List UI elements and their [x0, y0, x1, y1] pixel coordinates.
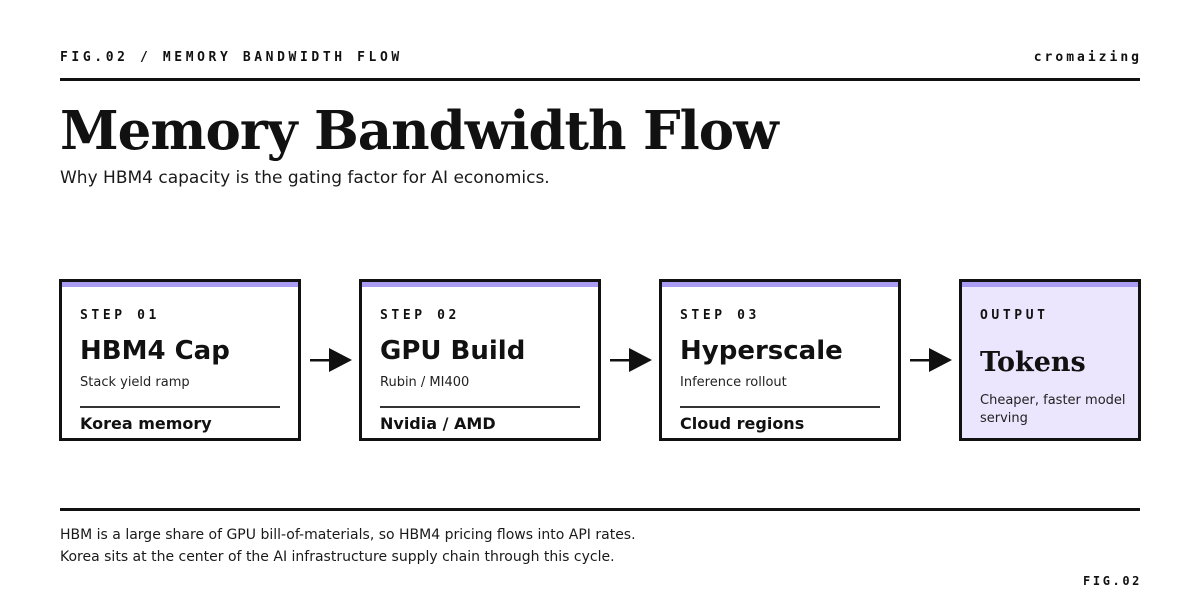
- output-title: Tokens: [980, 347, 1086, 378]
- right-arrow-icon: [310, 348, 352, 372]
- step-card-3: STEP 03 Hyperscale Inference rollout Clo…: [659, 279, 901, 441]
- step-label: STEP 02: [380, 308, 460, 323]
- step-footer: Korea memory: [80, 414, 212, 433]
- step-title: Hyperscale: [680, 336, 843, 366]
- card-accent-bar: [362, 282, 598, 287]
- step-description: Inference rollout: [680, 375, 787, 390]
- step-description: Stack yield ramp: [80, 375, 190, 390]
- step-description: Rubin / MI400: [380, 375, 470, 390]
- output-label: OUTPUT: [980, 308, 1049, 323]
- card-divider: [680, 406, 880, 408]
- figure-code: FIG.02: [1083, 574, 1142, 588]
- figure-label: FIG.02 / MEMORY BANDWIDTH FLOW: [60, 50, 403, 65]
- step-title: HBM4 Cap: [80, 336, 230, 366]
- header-bar: FIG.02 / MEMORY BANDWIDTH FLOW cromaizin…: [60, 50, 1142, 66]
- card-accent-bar: [62, 282, 298, 287]
- card-divider: [80, 406, 280, 408]
- output-description: Cheaper, faster model serving: [980, 393, 1126, 426]
- footnote-line-1: HBM is a large share of GPU bill-of-mate…: [60, 527, 636, 543]
- page-title: Memory Bandwidth Flow: [60, 100, 779, 162]
- right-arrow-icon: [610, 348, 652, 372]
- top-divider: [60, 78, 1140, 81]
- step-card-2: STEP 02 GPU Build Rubin / MI400 Nvidia /…: [359, 279, 601, 441]
- step-label: STEP 01: [80, 308, 160, 323]
- right-arrow-icon: [910, 348, 952, 372]
- card-accent-bar: [962, 282, 1138, 287]
- footnote-line-2: Korea sits at the center of the AI infra…: [60, 549, 615, 565]
- footnote: HBM is a large share of GPU bill-of-mate…: [60, 524, 636, 568]
- page-subtitle: Why HBM4 capacity is the gating factor f…: [60, 168, 550, 188]
- bottom-divider: [60, 508, 1140, 511]
- step-title: GPU Build: [380, 336, 526, 366]
- step-footer: Cloud regions: [680, 414, 805, 433]
- step-card-1: STEP 01 HBM4 Cap Stack yield ramp Korea …: [59, 279, 301, 441]
- step-footer: Nvidia / AMD: [380, 414, 496, 433]
- output-card: OUTPUT Tokens Cheaper, faster model serv…: [959, 279, 1141, 441]
- step-label: STEP 03: [680, 308, 760, 323]
- brand-name: cromaizing: [1033, 50, 1142, 65]
- card-divider: [380, 406, 580, 408]
- card-accent-bar: [662, 282, 898, 287]
